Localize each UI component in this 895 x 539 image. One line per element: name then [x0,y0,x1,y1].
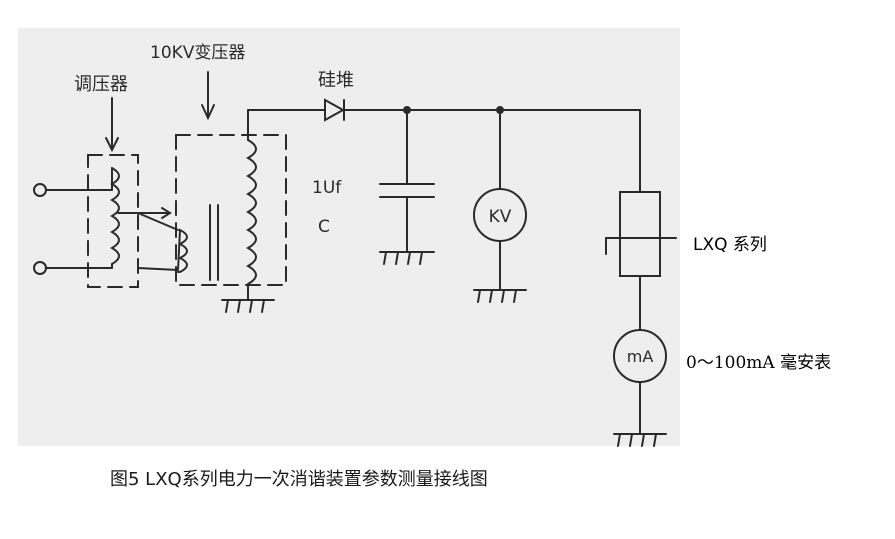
lxq-device-body [619,191,661,277]
transformer-primary-coil [177,228,188,273]
capacitor-ground [379,251,435,265]
voltage-regulator [87,97,172,288]
lxq-series-label: LXQ 系列 [693,235,767,255]
ma-meter-ground [613,433,667,447]
hv-bus [247,98,641,122]
capacitor [379,109,435,265]
lxq-device-branch [605,109,677,447]
transformer-label: 10KV变压器 [150,43,245,63]
transformer [137,71,287,313]
silicon-stack-label: 硅堆 [318,70,354,91]
scanned-diagram-background [18,28,680,446]
milliammeter-label: 0～100mA 毫安表 [686,353,832,373]
kv-meter-label: KV [489,207,512,227]
kv-meter [473,109,527,303]
capacitor-symbol-label: C [318,217,330,237]
capacitance-label: 1Uf [312,178,342,198]
transformer-arrow-head [201,104,215,121]
figure-caption: 图5 LXQ系列电力一次消谐装置参数测量接线图 [110,469,488,490]
transformer-ground [221,299,275,313]
ma-meter-label: mA [627,347,654,366]
kv-meter-ground [473,289,527,303]
regulator-arrow-head [105,137,119,153]
transformer-secondary-coil [245,139,257,285]
input-terminals [33,183,113,275]
voltage-regulator-label: 调压器 [74,74,128,95]
silicon-stack-diode [324,98,346,122]
